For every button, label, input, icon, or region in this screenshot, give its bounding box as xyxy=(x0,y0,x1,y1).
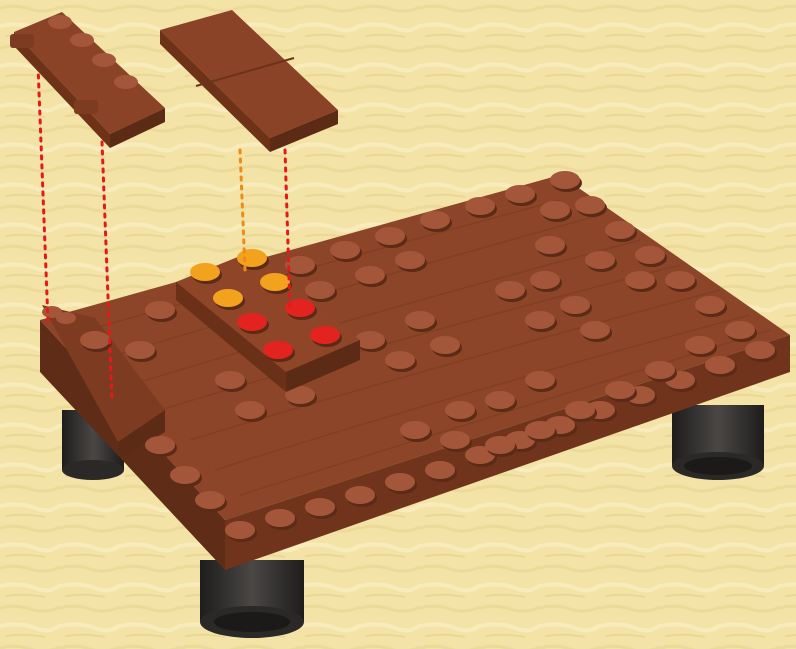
leg-back-right xyxy=(672,405,764,480)
leg-front xyxy=(200,560,304,638)
